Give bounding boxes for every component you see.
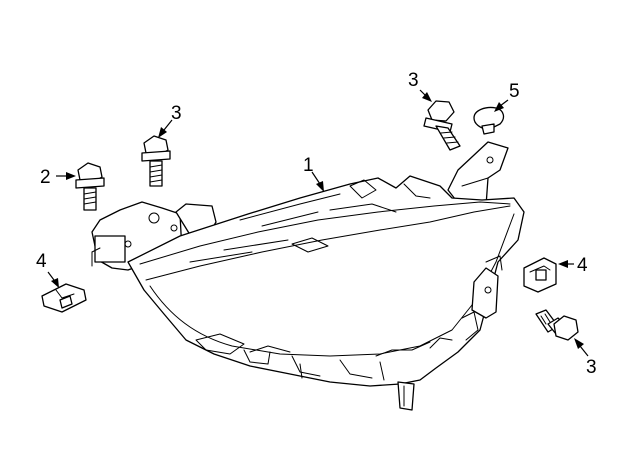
leader-4-left bbox=[47, 271, 55, 281]
bolt-upper-left bbox=[141, 135, 171, 187]
arrow-1-icon bbox=[316, 181, 324, 192]
bolt-left bbox=[75, 162, 105, 211]
arrow-4-right-icon bbox=[558, 260, 568, 268]
bolt-lower-right bbox=[535, 309, 579, 341]
leader-3-lower-right bbox=[579, 345, 589, 357]
arrow-3-upper-right-icon bbox=[422, 92, 432, 102]
nut-left bbox=[41, 283, 87, 313]
arrow-5-icon bbox=[494, 102, 504, 112]
nut-right bbox=[523, 257, 557, 293]
leader-3-upper-left bbox=[163, 119, 173, 131]
bolt-upper-right bbox=[423, 100, 461, 151]
arrow-3-lower-right-icon bbox=[574, 338, 584, 349]
grommet bbox=[473, 106, 505, 135]
callout-3-upper-left: 3 bbox=[171, 103, 182, 124]
callout-3-upper-right: 3 bbox=[408, 70, 419, 91]
callout-5: 5 bbox=[509, 81, 520, 102]
callout-1: 1 bbox=[303, 155, 314, 176]
arrow-2-icon bbox=[66, 172, 76, 180]
callout-4-right: 4 bbox=[577, 255, 588, 276]
arrow-4-left-icon bbox=[51, 278, 59, 288]
headlamp-assembly bbox=[91, 141, 525, 411]
callout-2: 2 bbox=[40, 167, 51, 188]
arrow-3-upper-left-icon bbox=[158, 127, 167, 138]
leader-1 bbox=[311, 171, 321, 185]
callout-3-lower-right: 3 bbox=[586, 357, 597, 378]
callout-4-left: 4 bbox=[36, 251, 47, 272]
